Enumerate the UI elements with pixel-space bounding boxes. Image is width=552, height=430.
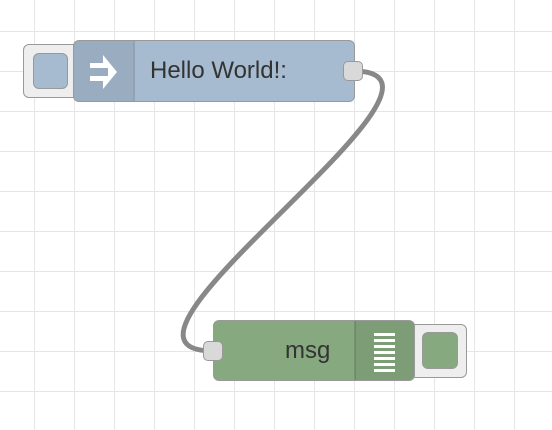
wire-inject-to-debug[interactable] (180, 68, 385, 354)
inject-trigger-button[interactable] (33, 53, 68, 89)
debug-node[interactable]: msg (213, 320, 415, 381)
debug-icon-area (355, 321, 414, 380)
inject-arrow-icon (90, 55, 117, 89)
inject-node-label: Hello World!: (150, 57, 287, 84)
debug-toggle-button[interactable] (422, 332, 458, 369)
debug-node-label: msg (285, 336, 331, 364)
inject-output-port[interactable] (343, 61, 363, 81)
debug-input-port[interactable] (203, 341, 223, 361)
inject-icon-area (74, 41, 133, 101)
debug-list-icon (374, 333, 395, 372)
inject-node[interactable]: Hello World!: (73, 40, 355, 102)
